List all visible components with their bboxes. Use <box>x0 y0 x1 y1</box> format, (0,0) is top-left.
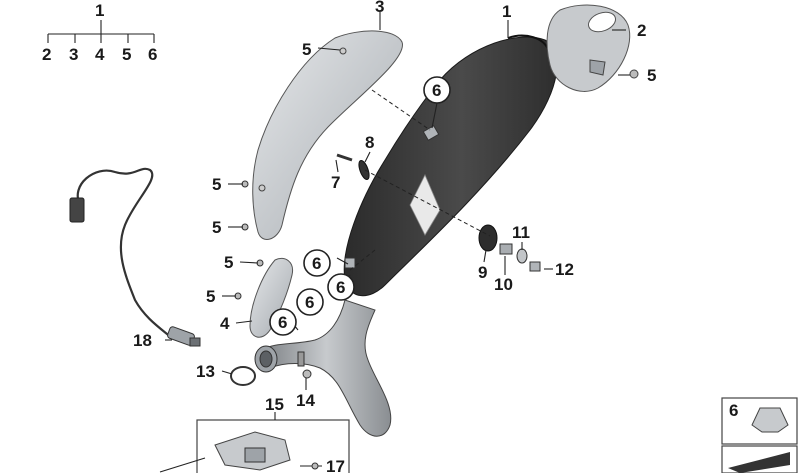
tree-child-label: 6 <box>148 45 157 64</box>
tree-child-label: 2 <box>42 45 51 64</box>
callout-rubber-mount: 9 <box>478 263 487 282</box>
callout-gasket: 13 <box>196 362 215 381</box>
lambda-sensor <box>69 167 201 347</box>
tree-child-label: 4 <box>95 45 105 64</box>
callout-washer-upper: 8 <box>365 133 374 152</box>
callout-washer-lower: 11 <box>512 223 530 242</box>
bracket-assembly <box>159 412 350 473</box>
callout-screw: 5 <box>224 253 233 272</box>
callout-clip: 6 <box>336 278 345 297</box>
callout-nut: 12 <box>555 260 574 279</box>
parts-tree: 1 2 3 4 5 6 <box>42 1 157 64</box>
inset-label: 6 <box>729 401 738 420</box>
callout-screw: 5 <box>206 287 215 306</box>
callout-bushing: 10 <box>494 275 513 294</box>
callout-clip: 6 <box>432 81 441 100</box>
callout-heat-shield-upper: 3 <box>375 0 384 16</box>
tree-child-label: 3 <box>69 45 78 64</box>
tree-child-label: 5 <box>122 45 131 64</box>
clip-detail-inset: 6 <box>721 397 798 473</box>
gasket <box>230 366 256 386</box>
callout-screw: 5 <box>212 218 221 237</box>
callout-clamp-bolt: 14 <box>296 391 315 410</box>
header-pipe <box>254 299 392 437</box>
callout-lambda-sensor: 18 <box>133 331 152 350</box>
callout-bracket-assembly: 15 <box>265 395 284 414</box>
callout-end-cap: 2 <box>637 21 646 40</box>
callout-bolt: 7 <box>331 173 340 192</box>
callout-clip: 6 <box>278 313 287 332</box>
heat-shield-lower <box>249 257 294 338</box>
callout-clip: 6 <box>312 254 321 273</box>
callout-heat-shield-lower: 4 <box>220 314 230 333</box>
heat-shield-upper <box>252 30 403 240</box>
callout-muffler: 1 <box>502 2 511 21</box>
mounting-hardware <box>234 153 541 379</box>
callout-labels: 1 2 3 4 5 5 5 5 5 5 6 6 6 6 6 7 8 9 10 1… <box>133 0 656 473</box>
circled-callouts <box>269 76 451 336</box>
callout-screw: 5 <box>647 66 656 85</box>
tree-root-label: 1 <box>95 1 104 20</box>
callout-screw: 5 <box>212 175 221 194</box>
callout-nut-small: 17 <box>326 457 345 473</box>
assembly-lines <box>349 89 491 271</box>
callout-clip: 6 <box>305 293 314 312</box>
callout-screw: 5 <box>302 40 311 59</box>
end-cap <box>546 4 639 92</box>
